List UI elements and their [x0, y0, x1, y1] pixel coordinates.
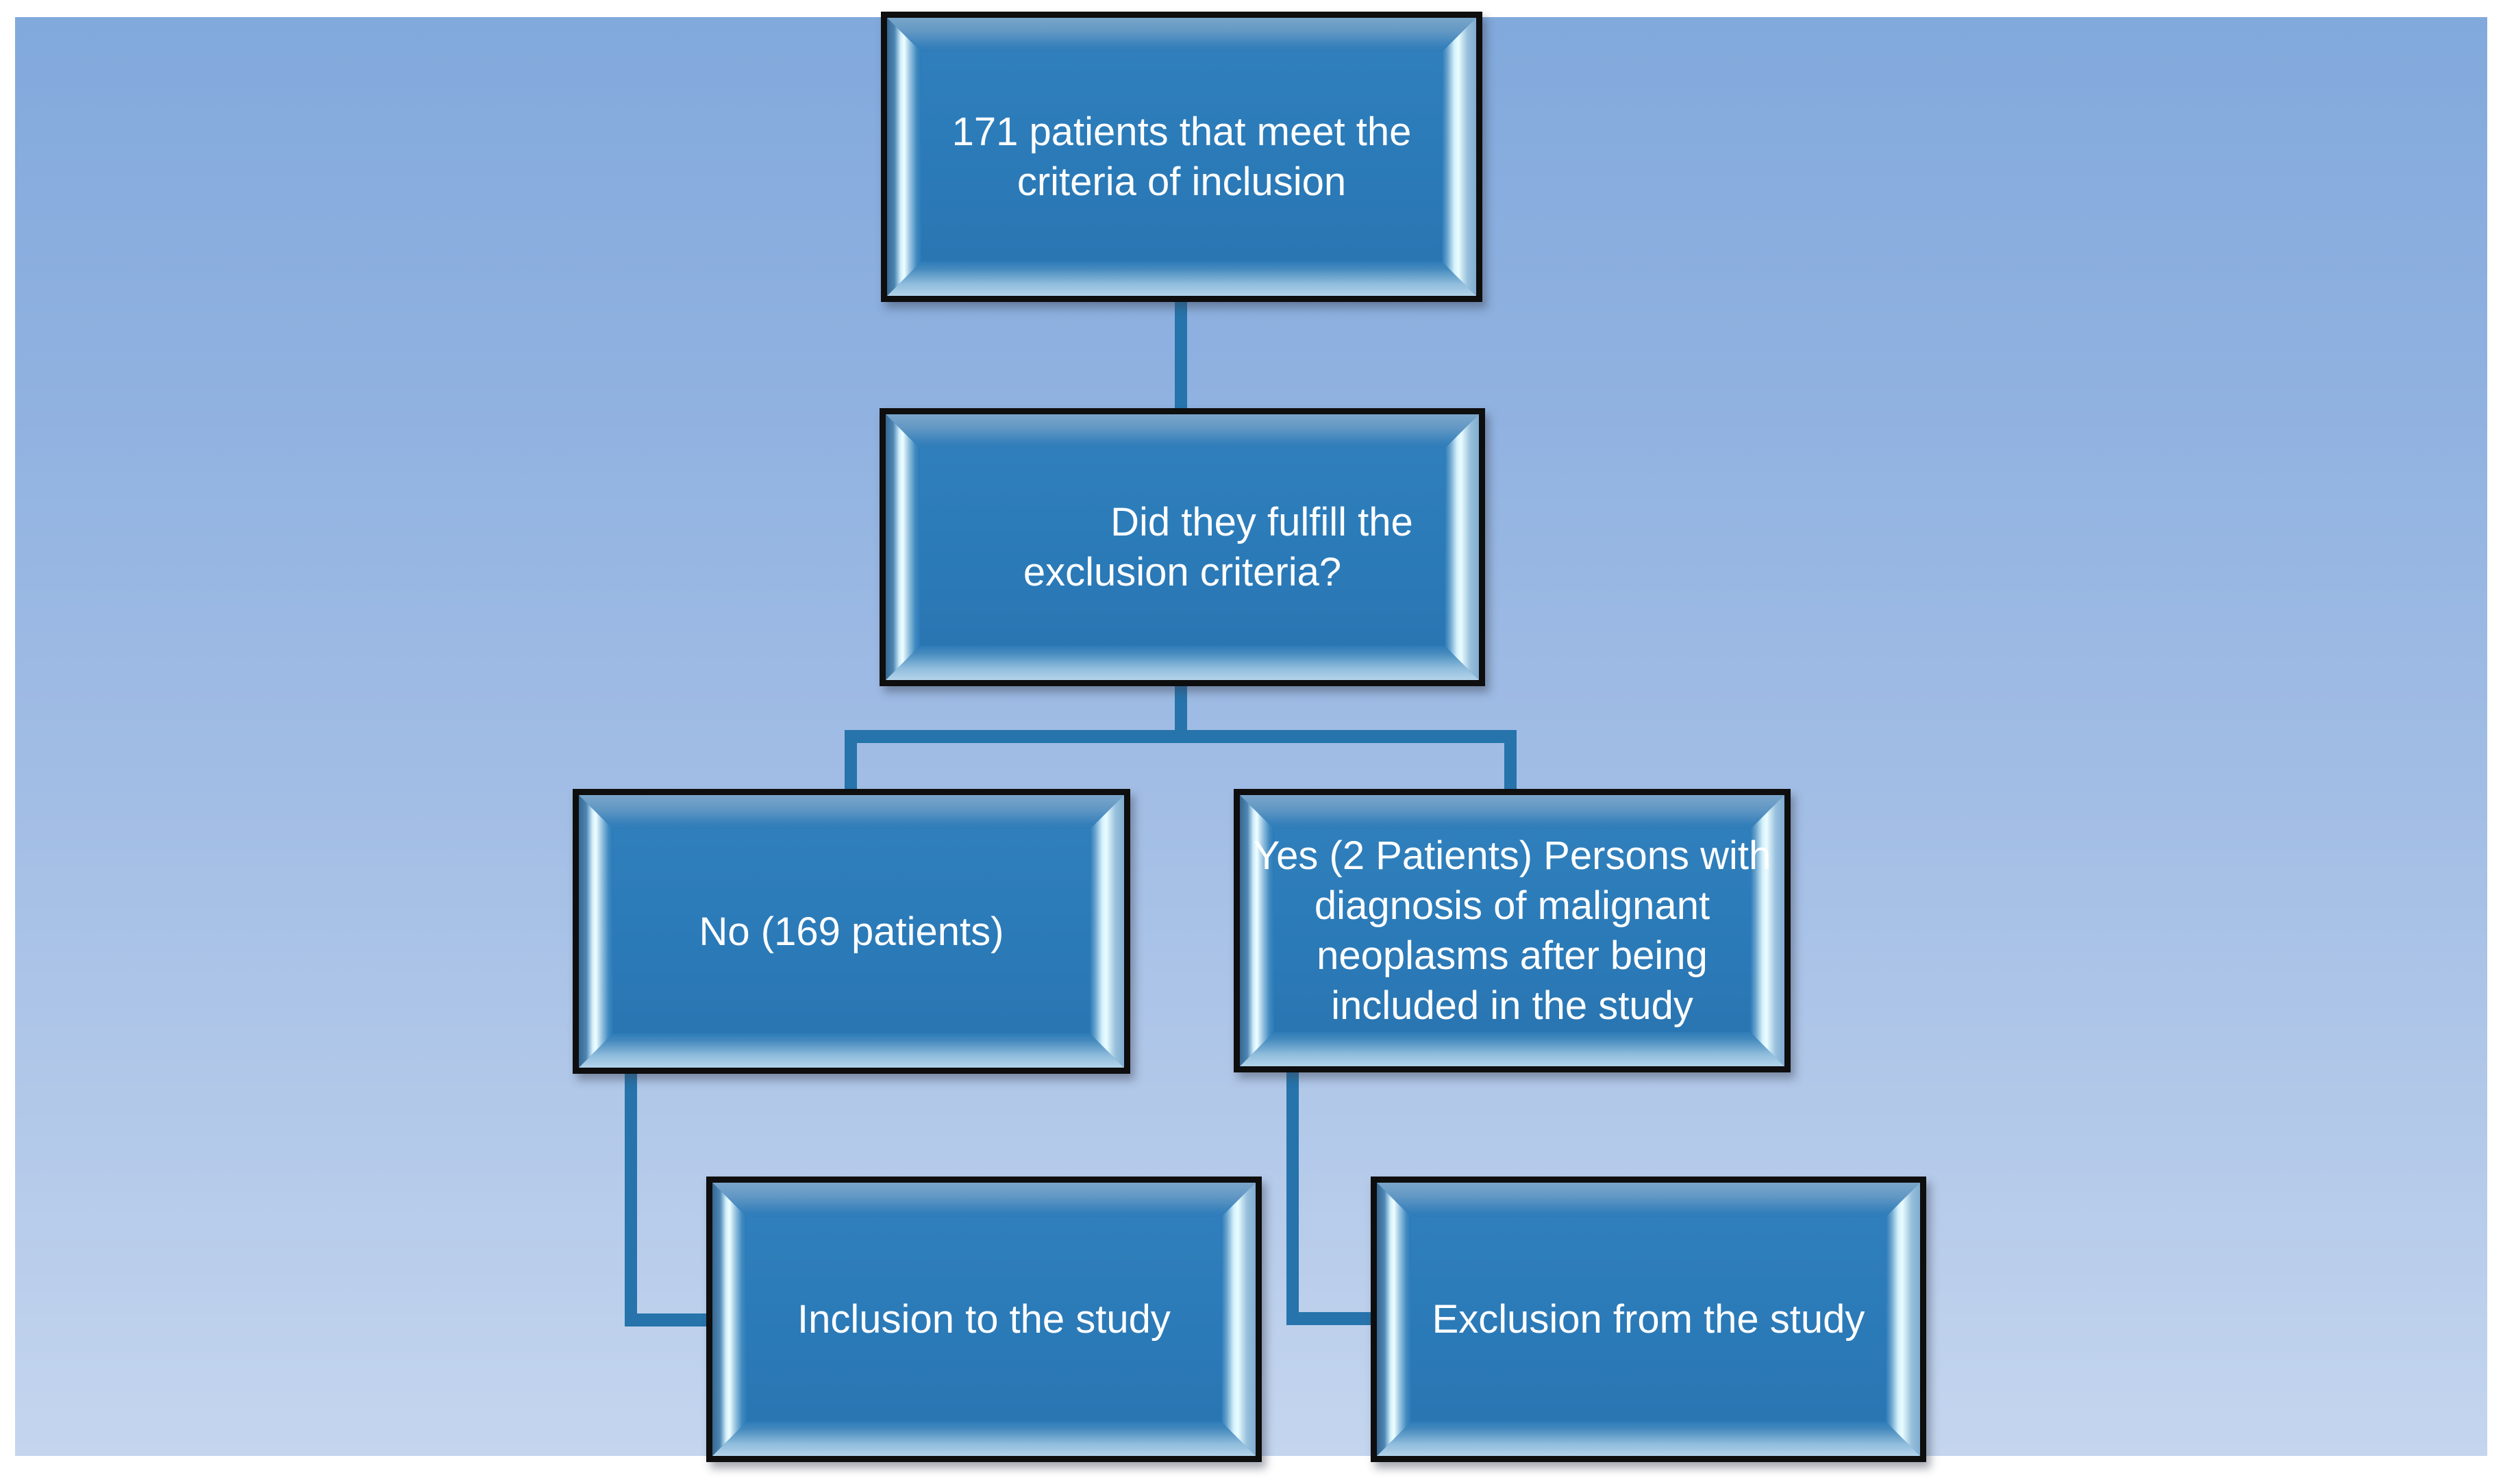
- label-line: No (169 patients): [699, 909, 1004, 954]
- label-line: Did they fulfill the: [1110, 500, 1413, 544]
- node-initial-cohort: 171 patients that meet the criteria of i…: [881, 12, 1482, 302]
- connector-drop-to-no: [845, 730, 857, 789]
- bevel-edge: [712, 1183, 747, 1456]
- label-line: exclusion criteria?: [1023, 550, 1342, 594]
- label-line: criteria of inclusion: [1017, 160, 1347, 204]
- bevel-edge: [886, 414, 920, 680]
- connector-cohort-to-question: [1175, 302, 1187, 408]
- node-label: Exclusion from the study: [1432, 1294, 1865, 1344]
- bevel-edge: [1886, 1183, 1920, 1456]
- bevel-edge: [579, 795, 613, 1068]
- bevel-edge: [1221, 1183, 1256, 1456]
- bevel-edge: [712, 1183, 1256, 1217]
- bevel-edge: [712, 1422, 1256, 1456]
- label-line: Inclusion to the study: [797, 1297, 1171, 1342]
- connector-no-elbow-horizontal: [625, 1313, 708, 1326]
- node-exclusion-question: Did they fulfill the exclusion criteria?: [880, 408, 1485, 686]
- node-inclusion-outcome: Inclusion to the study: [706, 1177, 1262, 1462]
- bevel-edge: [887, 18, 921, 296]
- bevel-edge: [1377, 1183, 1920, 1217]
- label-line: diagnosis of malignant: [1314, 883, 1710, 928]
- bevel-edge: [1442, 18, 1476, 296]
- node-label: Yes (2 Patients) Persons with diagnosis …: [1254, 831, 1771, 1031]
- connector-branch-bar: [845, 730, 1517, 743]
- node-yes-branch: Yes (2 Patients) Persons with diagnosis …: [1234, 789, 1791, 1072]
- bevel-edge: [579, 795, 1124, 829]
- label-line: Exclusion from the study: [1432, 1297, 1865, 1342]
- bevel-edge: [1445, 414, 1479, 680]
- bevel-edge: [1090, 795, 1124, 1068]
- bevel-edge: [1377, 1422, 1920, 1456]
- node-label: No (169 patients): [699, 907, 1004, 957]
- node-label: Inclusion to the study: [797, 1294, 1171, 1344]
- connector-question-stem: [1175, 686, 1187, 743]
- bevel-edge: [1377, 1183, 1411, 1456]
- connector-yes-elbow-horizontal: [1286, 1312, 1373, 1325]
- bevel-edge: [886, 646, 1479, 680]
- node-label: Did they fulfill the exclusion criteria?: [1023, 497, 1413, 597]
- bevel-edge: [1240, 1032, 1784, 1066]
- label-line: included in the study: [1331, 983, 1693, 1028]
- bevel-edge: [579, 1033, 1124, 1068]
- bevel-edge: [1240, 795, 1784, 829]
- node-no-branch: No (169 patients): [573, 789, 1130, 1074]
- label-line: 171 patients that meet the: [951, 110, 1412, 154]
- label-line: Yes (2 Patients) Persons with: [1253, 833, 1771, 878]
- label-line: neoplasms after being: [1317, 933, 1708, 978]
- bevel-edge: [886, 414, 1479, 449]
- bevel-edge: [887, 262, 1476, 296]
- connector-yes-elbow-vertical: [1286, 1072, 1299, 1325]
- bevel-edge: [887, 18, 1476, 52]
- connector-no-elbow-vertical: [625, 1074, 637, 1326]
- node-label: 171 patients that meet the criteria of i…: [952, 107, 1412, 207]
- node-exclusion-outcome: Exclusion from the study: [1371, 1177, 1926, 1462]
- connector-drop-to-yes: [1504, 730, 1517, 789]
